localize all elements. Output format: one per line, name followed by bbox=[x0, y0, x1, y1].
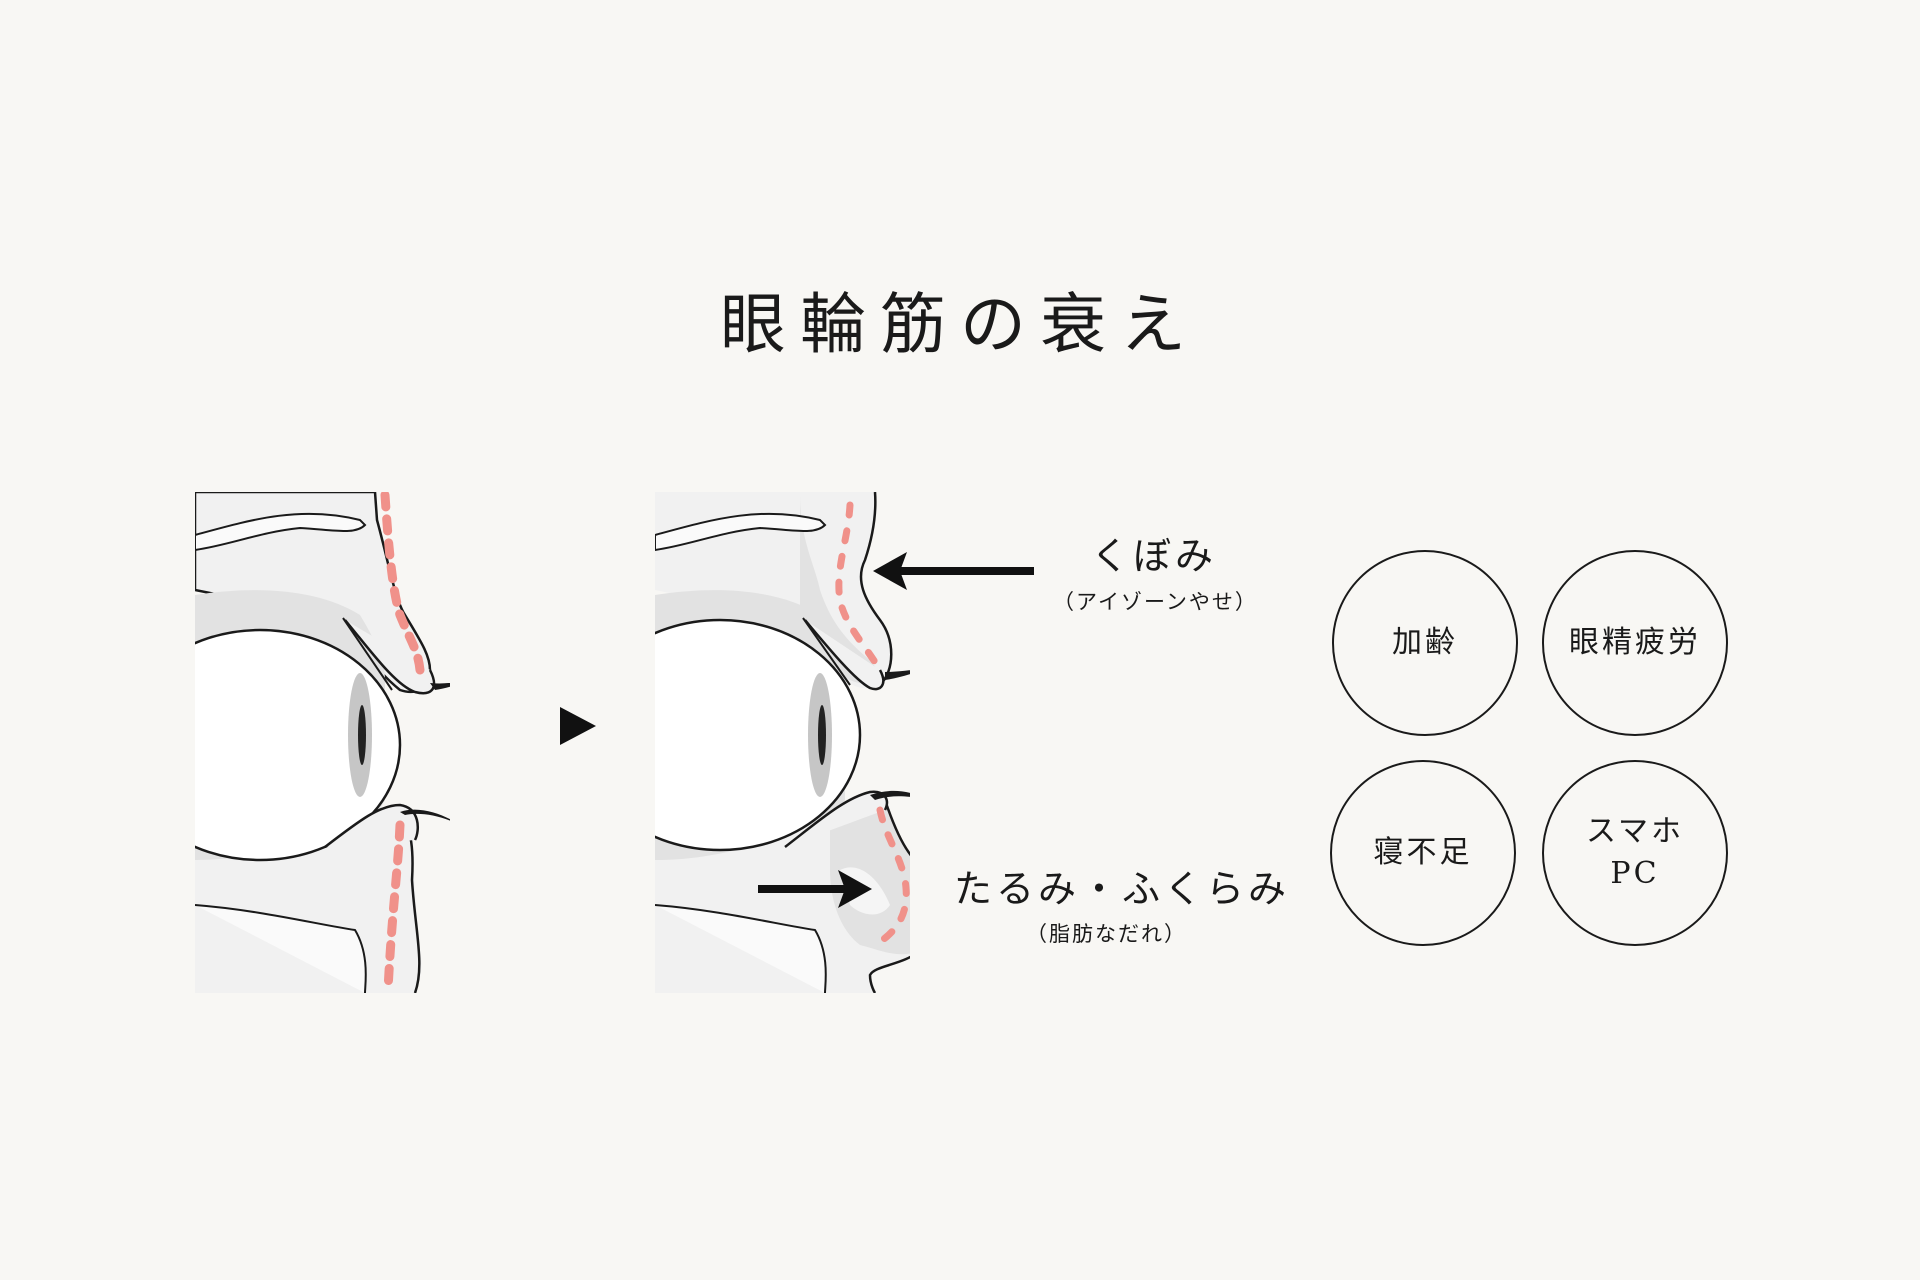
page-title: 眼輪筋の衰え bbox=[720, 286, 1200, 364]
cause-circle-aging: 加齢 bbox=[1332, 550, 1518, 736]
cause-label: 眼精疲労 bbox=[1569, 625, 1701, 660]
aged-eye-illustration bbox=[655, 492, 910, 993]
cause-label: スマホ PC bbox=[1585, 814, 1685, 891]
cause-label: 加齢 bbox=[1392, 625, 1458, 660]
label-kubomi-sub: （アイゾーンやせ） bbox=[1053, 590, 1258, 614]
cause-label: 寝不足 bbox=[1373, 835, 1473, 870]
cause-circle-sleep: 寝不足 bbox=[1330, 760, 1516, 946]
cause-circle-smartphone-pc: スマホ PC bbox=[1542, 760, 1728, 946]
label-kubomi: くぼみ bbox=[1091, 534, 1218, 578]
normal-eye-illustration bbox=[195, 492, 450, 993]
label-tarumi: たるみ・ふくらみ bbox=[954, 867, 1291, 911]
arrow-left-icon bbox=[873, 552, 1034, 590]
arrow-right-icon bbox=[758, 870, 872, 908]
label-tarumi-sub: （脂肪なだれ） bbox=[1026, 922, 1187, 946]
arrow-right-triangle-icon bbox=[560, 707, 596, 745]
cause-circle-eyestrain: 眼精疲労 bbox=[1542, 550, 1728, 736]
